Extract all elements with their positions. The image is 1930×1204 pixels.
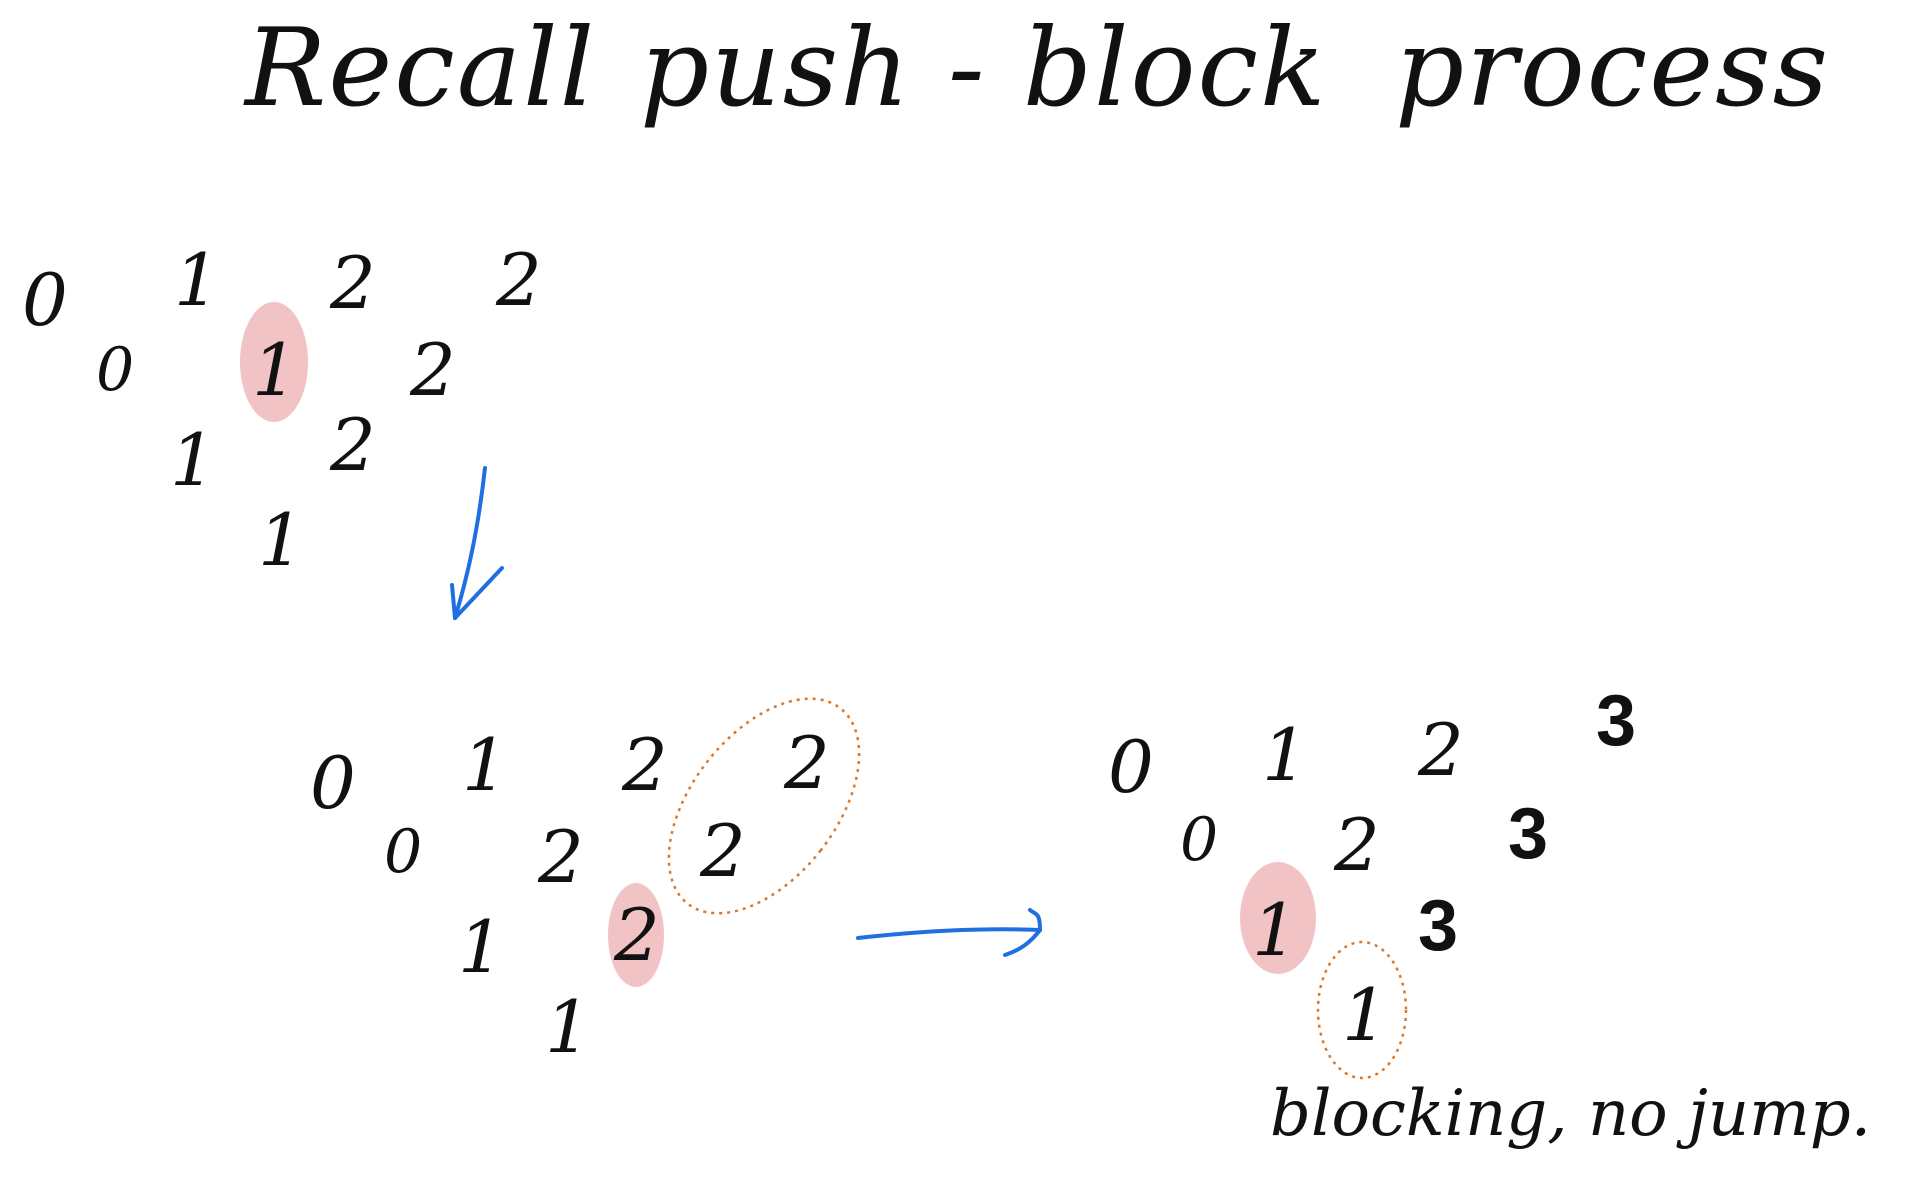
dotted-circle bbox=[1316, 940, 1408, 1080]
cell-value: 1 bbox=[458, 905, 504, 989]
cell-value: 3 bbox=[1596, 681, 1636, 761]
cell-value: 1 bbox=[545, 985, 591, 1069]
title: Recall push - block process bbox=[243, 6, 1830, 131]
cell-value: 1 bbox=[170, 418, 216, 502]
cell-value: 2 bbox=[1333, 803, 1380, 887]
dotted-circle bbox=[667, 697, 861, 915]
highlight-mark bbox=[608, 883, 664, 987]
cell-value-highlighted: 1 bbox=[1252, 888, 1298, 972]
result-state: 0 0 1 1 1 2 2 3 3 3 bbox=[1108, 681, 1636, 1080]
cell-value: 2 bbox=[537, 815, 584, 899]
down-arrow bbox=[450, 466, 504, 620]
cell-value: 3 bbox=[1508, 794, 1548, 874]
cell-value: 2 bbox=[409, 328, 456, 412]
cell-value: 0 bbox=[1180, 805, 1218, 875]
highlight-mark bbox=[1240, 862, 1316, 974]
cell-value: 2 bbox=[329, 403, 376, 487]
cell-value: 1 bbox=[258, 498, 304, 582]
cell-value-highlighted: 1 bbox=[252, 328, 298, 412]
right-arrow bbox=[856, 908, 1042, 957]
cell-value: 1 bbox=[1342, 973, 1388, 1057]
cell-value: 2 bbox=[699, 809, 746, 893]
cell-value-highlighted: 2 bbox=[613, 893, 660, 977]
cell-value: 2 bbox=[621, 723, 668, 807]
cell-value: 2 bbox=[1417, 708, 1464, 792]
cell-value: 0 bbox=[22, 258, 68, 342]
cell-value: 2 bbox=[783, 721, 830, 805]
cell-value: 3 bbox=[1418, 886, 1458, 966]
cell-value: 2 bbox=[329, 241, 376, 325]
cell-value: 1 bbox=[174, 238, 220, 322]
cell-value: 1 bbox=[1262, 713, 1308, 797]
middle-state: 0 0 1 1 1 2 2 2 2 2 bbox=[310, 697, 861, 1069]
title-word-process: process bbox=[1395, 6, 1830, 131]
cell-value: 0 bbox=[384, 817, 422, 887]
initial-state: 0 0 1 1 1 1 2 2 2 2 bbox=[22, 238, 542, 582]
cell-value: 0 bbox=[1108, 725, 1154, 809]
title-word-push-block: push - block bbox=[640, 6, 1327, 131]
cell-value: 2 bbox=[495, 238, 542, 322]
annotation: blocking, no jump. bbox=[1270, 1077, 1871, 1151]
cell-value: 1 bbox=[462, 723, 508, 807]
highlight-mark bbox=[240, 302, 308, 422]
cell-value: 0 bbox=[310, 741, 356, 825]
cell-value: 0 bbox=[96, 335, 134, 405]
title-word-recall: Recall bbox=[243, 6, 596, 131]
